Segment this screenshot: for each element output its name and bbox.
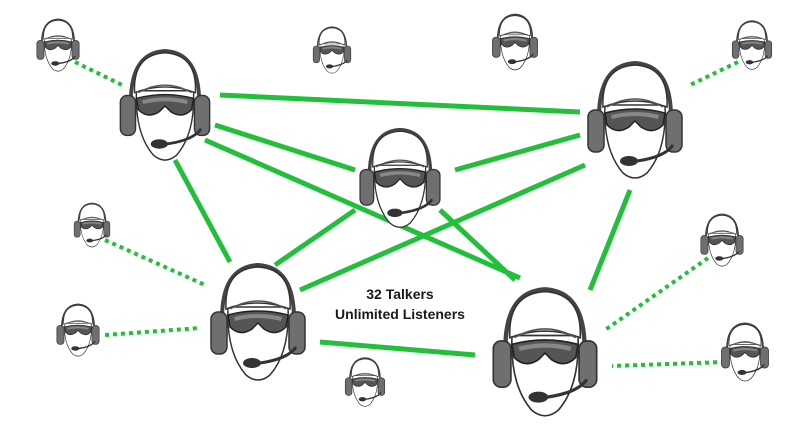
listener-headset-icon	[35, 18, 81, 73]
talker-headset-icon	[118, 48, 212, 163]
listener-link	[104, 326, 201, 337]
listener-headset-icon	[731, 20, 773, 71]
talker-link	[438, 208, 517, 282]
listener-headset-icon	[344, 357, 386, 408]
talker-link	[219, 92, 581, 115]
listener-headset-icon	[720, 322, 770, 382]
talkers-label: 32 Talkers	[366, 286, 434, 302]
listener-headset-icon	[73, 202, 111, 248]
talker-headset-icon	[586, 61, 684, 180]
talker-link	[319, 339, 476, 358]
listener-headset-icon	[55, 303, 101, 358]
network-caption: 32 Talkers Unlimited Listeners	[310, 284, 490, 324]
talker-link	[172, 158, 233, 264]
listener-link	[603, 256, 710, 332]
talker-link	[587, 189, 633, 291]
talker-link	[214, 122, 356, 173]
listener-link	[689, 60, 739, 87]
listener-link	[74, 60, 123, 87]
listener-link	[611, 360, 726, 368]
talker-link	[298, 162, 587, 293]
listener-link	[104, 238, 206, 287]
listener-headset-icon	[491, 13, 539, 71]
talker-headset-icon	[493, 289, 596, 416]
talker-link	[273, 207, 357, 268]
listeners-label: Unlimited Listeners	[335, 306, 465, 322]
talker-link	[454, 132, 581, 173]
listener-headset-icon	[312, 26, 352, 74]
talker-headset-icon	[209, 263, 307, 382]
talker-link	[203, 137, 522, 281]
